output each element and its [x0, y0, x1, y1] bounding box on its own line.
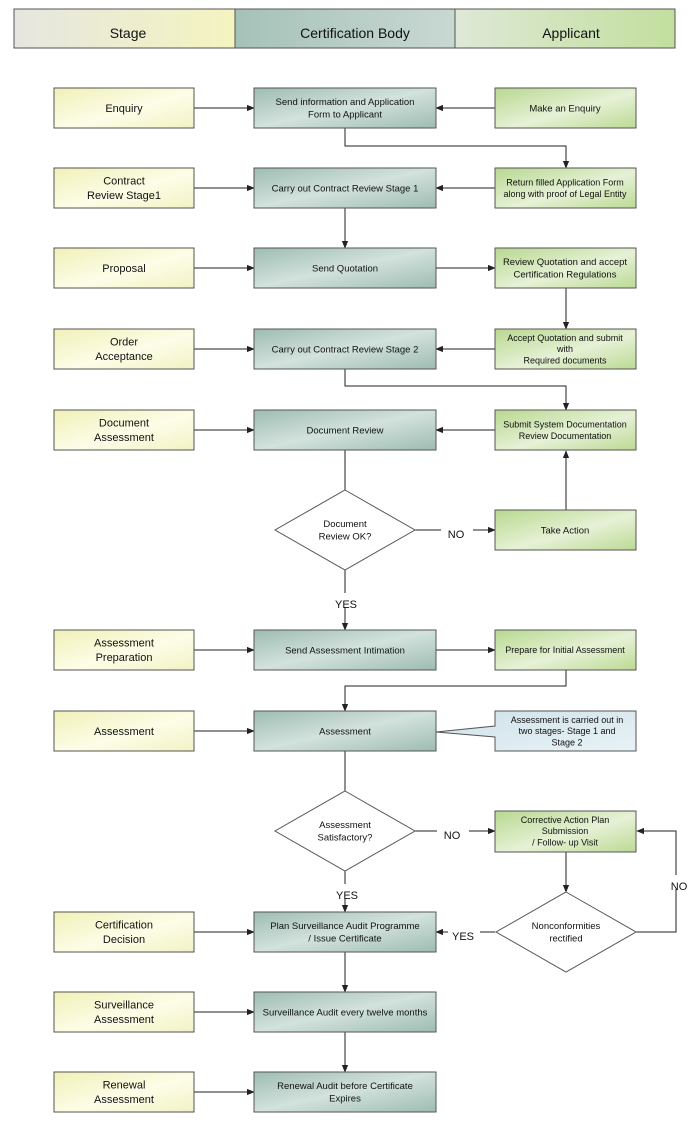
app-submit-documentation-box: [494, 409, 637, 451]
stage-assessment-box: [53, 710, 195, 752]
header-stage-cell: [13, 8, 236, 49]
arrow-prepare-to-assessment: [341, 670, 567, 712]
cb-send-info-box: [253, 87, 437, 129]
stage-assessment-preparation-box: [53, 629, 195, 671]
stage-document-assessment-box: [53, 409, 195, 451]
app-take-action-box: [494, 509, 637, 551]
cb-document-review: Document Review: [306, 425, 383, 436]
app-review-quotation-box: [494, 247, 637, 289]
stage-renewal-assessment-box: [53, 1071, 195, 1113]
app-make-enquiry-box: [494, 87, 637, 129]
cb-assessment: Assessment: [319, 726, 371, 737]
app-assessment-note-callout: [435, 710, 637, 752]
app-prepare-initial-box: [494, 629, 637, 671]
app-nonconformities-diamond: [494, 891, 638, 973]
stage-contract-review-box: [53, 167, 195, 209]
applicant-column: Make an Enquiry Return filled Applicatio…: [435, 87, 638, 973]
header-certification-body: Certification Body: [300, 25, 410, 41]
cb-assessment-satisfactory-diamond: [273, 790, 417, 872]
label-no-document-review: NO: [448, 529, 465, 541]
cb-contract-review-2-box: [253, 328, 437, 370]
stage-enquiry: Enquiry: [105, 103, 143, 115]
label-yes-document-review: YES: [335, 599, 357, 611]
label-no-assessment: NO: [444, 830, 461, 842]
cb-send-intimation: Send Assessment Intimation: [285, 645, 405, 656]
app-accept-quotation-box: [494, 328, 637, 370]
cb-surveillance-audit: Surveillance Audit every twelve months: [263, 1007, 428, 1018]
stage-proposal: Proposal: [102, 263, 145, 275]
arrow-review2-to-submit: [344, 369, 570, 411]
header-applicant: Applicant: [542, 25, 600, 41]
cb-document-review-box: [253, 409, 437, 451]
cb-surveillance-audit-box: [253, 991, 437, 1033]
stage-proposal-box: [53, 247, 195, 289]
cb-assessment-box: [253, 710, 437, 752]
cb-contract-review-2: Carry out Contract Review Stage 2: [272, 344, 419, 355]
header-stage: Stage: [110, 25, 147, 41]
cb-renewal-audit-box: [253, 1071, 437, 1113]
app-return-form-box: [494, 167, 637, 209]
header-applicant-cell: [454, 8, 676, 49]
stage-certification-decision-box: [53, 911, 195, 953]
label-yes-rectified: YES: [452, 931, 474, 943]
stage-surveillance-assessment-box: [53, 991, 195, 1033]
cb-send-intimation-box: [253, 629, 437, 671]
cb-contract-review-1: Carry out Contract Review Stage 1: [272, 183, 419, 194]
cb-plan-surveillance-box: [253, 911, 437, 953]
label-no-rectified: NO: [671, 881, 688, 893]
cb-plan-surveillance: Plan Surveillance Audit Programme/ Issue…: [270, 921, 419, 944]
stage-enquiry-box: [53, 87, 195, 129]
cb-contract-review-1-box: [253, 167, 437, 209]
header-certification-body-cell: [234, 8, 456, 49]
arrow-send-info-to-return-form: [344, 128, 570, 169]
app-prepare-initial: Prepare for Initial Assessment: [505, 645, 625, 655]
cb-send-quotation: Send Quotation: [312, 263, 378, 274]
app-take-action: Take Action: [541, 525, 590, 536]
app-corrective-action-box: [494, 810, 637, 853]
connectors: [194, 104, 677, 1096]
cb-document-review-ok-diamond: [273, 489, 417, 571]
decision-labels: NO YES NO YES YES NO: [330, 523, 691, 943]
header: Stage Certification Body Applicant: [13, 8, 676, 49]
stage-assessment: Assessment: [94, 726, 154, 738]
label-yes-assessment: YES: [336, 890, 358, 902]
stage-order-acceptance-box: [53, 328, 195, 370]
app-make-enquiry: Make an Enquiry: [529, 103, 601, 114]
cb-send-quotation-box: [253, 247, 437, 289]
